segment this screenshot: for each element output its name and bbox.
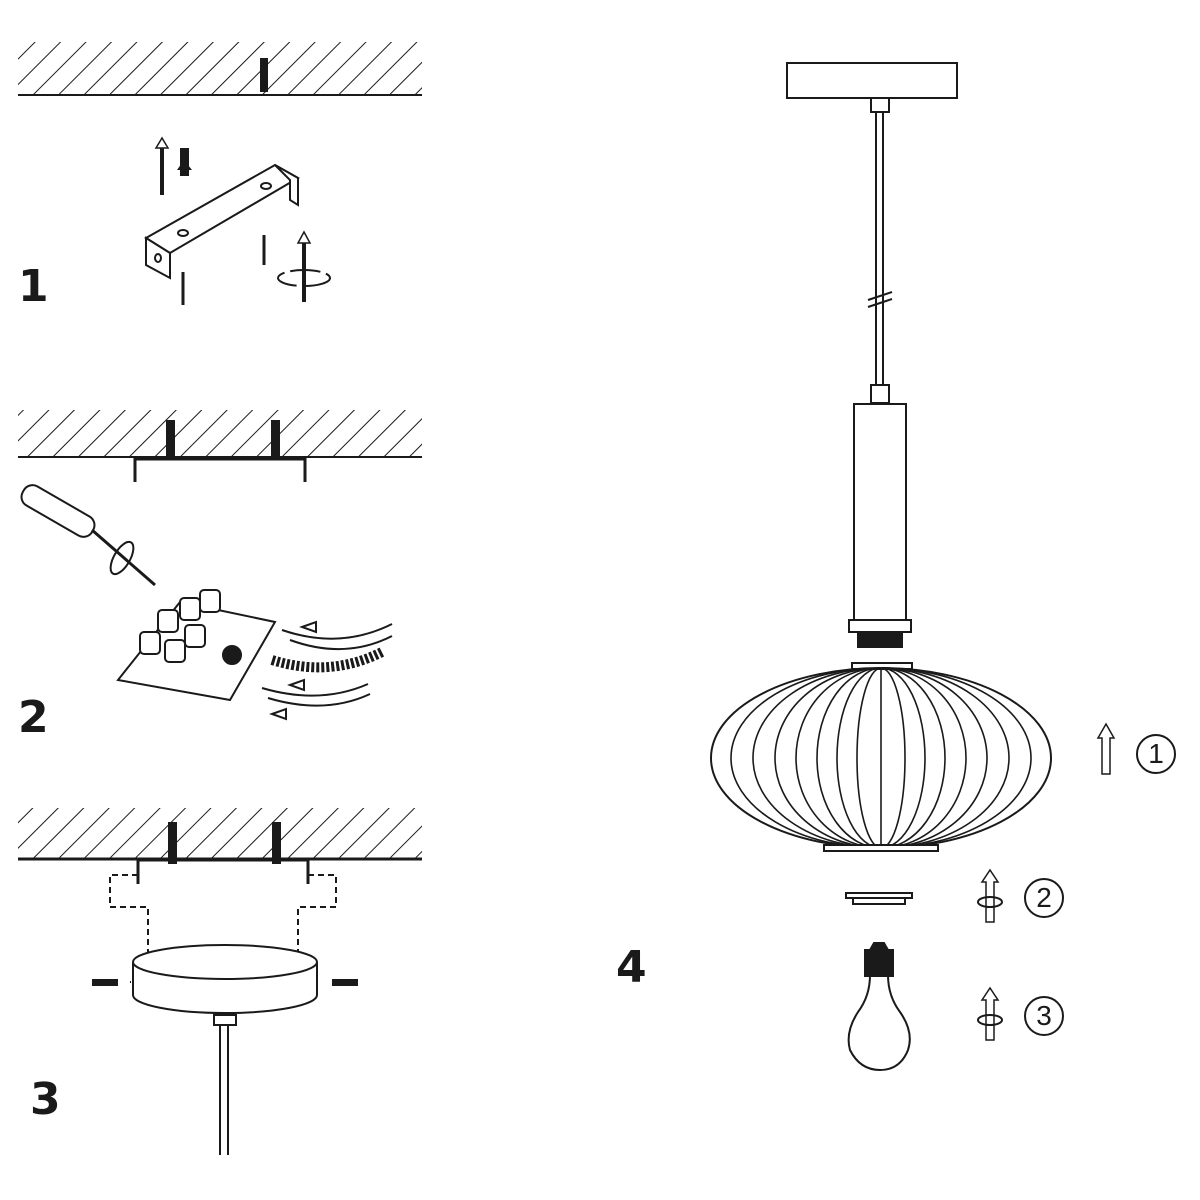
- wall-plug-icon: [177, 148, 192, 176]
- terminal-block-icon: [116, 589, 277, 702]
- step-2-illustration: [18, 410, 422, 721]
- wall-plug-icon: [260, 58, 268, 92]
- screw-icon: [92, 979, 358, 986]
- callout-1: 1: [1136, 734, 1176, 774]
- screw-icon: [181, 235, 266, 305]
- rotate-arrow-icon: [977, 986, 1003, 1041]
- rotate-arrow-icon: [977, 868, 1003, 923]
- up-arrow-icon: [1096, 722, 1116, 775]
- step-3-illustration: [18, 808, 422, 1155]
- bulb-icon: [847, 942, 911, 1072]
- step-number-2: 2: [18, 692, 49, 743]
- glass-shade-icon: [710, 662, 1052, 852]
- lamp-holder-icon: [853, 403, 907, 621]
- step-number-4: 4: [616, 942, 647, 993]
- wall-plug-icon: [168, 822, 281, 864]
- canopy-icon: [132, 944, 318, 1014]
- callout-3: 3: [1024, 996, 1064, 1036]
- up-arrow-icon: [154, 136, 170, 195]
- wire-icon: [261, 623, 393, 707]
- wall-plug-icon: [166, 420, 280, 460]
- step-number-3: 3: [30, 1074, 61, 1125]
- ring-icon: [845, 892, 913, 905]
- canopy-icon: [786, 62, 958, 99]
- step-1-illustration: [18, 42, 422, 305]
- step-4-illustration: [710, 62, 1116, 1072]
- screwdriver-icon: [20, 484, 156, 587]
- callout-2: 2: [1024, 878, 1064, 918]
- rotate-arrow-icon: [277, 230, 331, 302]
- left-arrow-icon: [269, 620, 317, 721]
- step-number-1: 1: [18, 261, 49, 312]
- mounting-bracket-icon: [144, 163, 301, 280]
